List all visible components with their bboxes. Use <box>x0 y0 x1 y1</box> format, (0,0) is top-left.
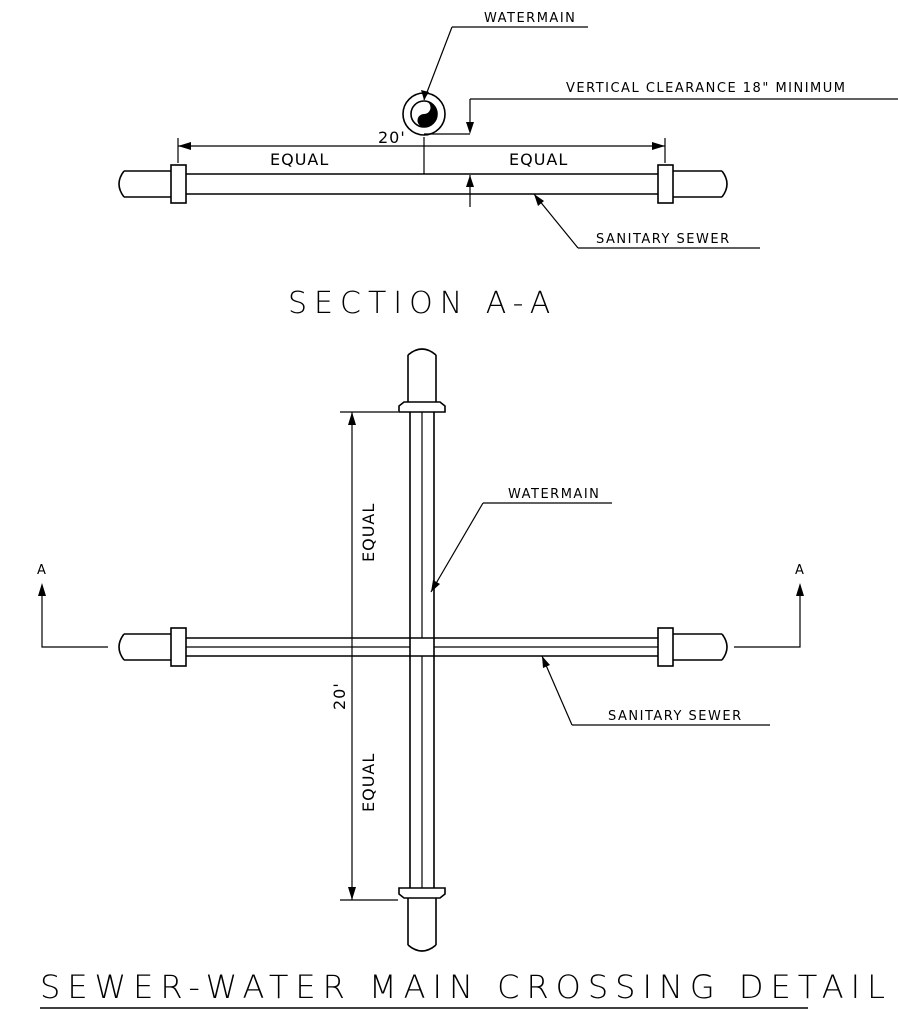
section-watermain-label: WATERMAIN <box>484 11 576 26</box>
section-sewer-label: SANITARY SEWER <box>596 232 731 247</box>
plan-sewer-pipe <box>118 627 728 667</box>
section-right-equal: EQUAL <box>509 150 568 169</box>
plan-lower-equal: EQUAL <box>359 753 378 812</box>
plan-length-label: 20' <box>330 682 349 710</box>
section-mark-left-label: A <box>37 563 47 578</box>
section-mark-right: A <box>734 563 805 648</box>
section-mark-right-label: A <box>795 563 805 578</box>
section-a-a-view: WATERMAIN VERTICAL CLEARANCE 18" MINIMUM… <box>118 11 898 321</box>
plan-sewer-leader <box>541 655 573 726</box>
watermain-leader <box>423 26 453 101</box>
clearance-label: VERTICAL CLEARANCE 18" MINIMUM <box>566 81 847 96</box>
section-mark-left: A <box>37 563 108 648</box>
plan-watermain-label: WATERMAIN <box>508 487 600 502</box>
plan-upper-equal: EQUAL <box>359 503 378 562</box>
drawing-title: SEWER-WATER MAIN CROSSING DETAIL <box>40 968 892 1006</box>
section-left-equal: EQUAL <box>270 150 329 169</box>
section-sewer-pipe <box>118 164 728 204</box>
plan-sewer-label: SANITARY SEWER <box>608 709 743 724</box>
section-title: SECTION A-A <box>288 286 557 321</box>
plan-watermain-pipe <box>398 348 446 952</box>
plan-watermain-leader <box>430 502 484 593</box>
section-length-label: 20' <box>378 128 406 147</box>
plan-view: A A EQUAL 20' EQUAL WATERMAIN SANITARY S… <box>37 348 805 952</box>
